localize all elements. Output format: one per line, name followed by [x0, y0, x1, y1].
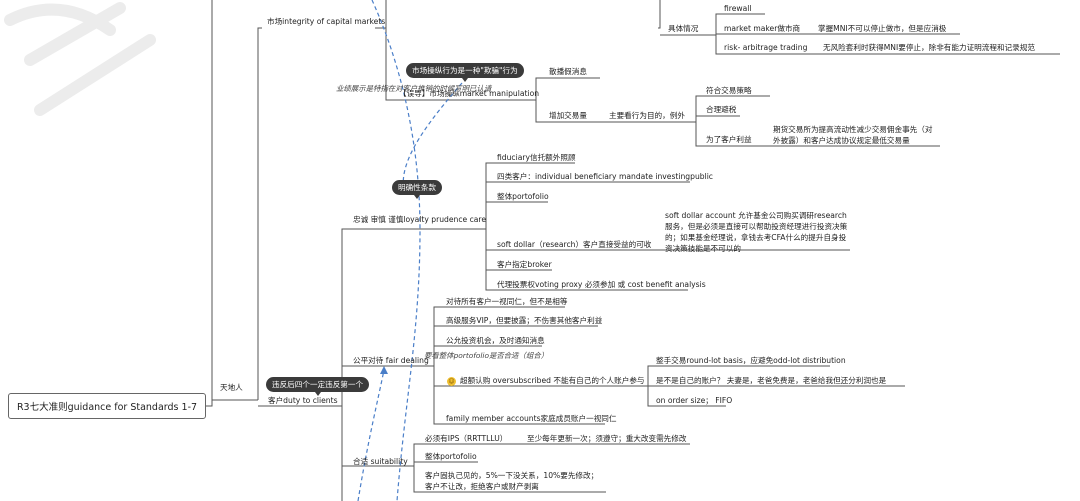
node-loyalty[interactable]: 忠诚 审慎 谨慎loyalty prudence care [353, 215, 487, 224]
note-performance: 业绩展示是特指在对客户推销的时候写明已认请 [336, 84, 492, 93]
node-soft-dollar[interactable]: soft dollar（research）客户直接受益的可收 [497, 240, 652, 249]
root-connector [206, 0, 213, 407]
node-duty-to-clients[interactable]: 客户duty to clients [268, 396, 338, 405]
node-fair-dealing[interactable]: 公平对待 fair dealing [353, 356, 429, 365]
node-client-insist[interactable]: 客户固执己见的，5%一下没关系，10%要先修改；客户不让改，拒绝客户或财产剥离 [425, 471, 599, 491]
node-client-broker[interactable]: 客户指定broker [497, 260, 552, 269]
node-market-manipulation[interactable]: 【误导】市场操纵market manipulation [399, 89, 540, 98]
node-round-lot[interactable]: 整手交易round-lot basis，应避免odd-lot distribut… [656, 356, 846, 365]
node-own-account[interactable]: 是不是自己的账户？ 夫妻是，老爸免费是，老爸给我但还分利润也是 [656, 376, 887, 385]
node-family-accounts[interactable]: family member accounts家庭成员账户一视同仁 [446, 414, 617, 423]
node-purpose-exception[interactable]: 主要看行为目的，例外 [609, 111, 685, 120]
node-market-maker[interactable]: market maker做市商 [724, 24, 801, 33]
node-tax-avoidance[interactable]: 合理避税 [706, 105, 737, 114]
node-risk-arbitrage[interactable]: risk- arbitrage trading [724, 43, 808, 52]
node-market-maker-note[interactable]: 掌握MNI不可以停止做市，但是应消极 [818, 24, 947, 33]
node-risk-arbitrage-note[interactable]: 无风险套利时获得MNI要停止，除非有能力证明流程和记录规范 [823, 43, 1035, 52]
node-increase-volume[interactable]: 增加交易量 [549, 111, 587, 120]
dashed-arrow-2 [357, 369, 385, 501]
node-fiduciary[interactable]: fiduciary信托额外照顾 [497, 153, 576, 162]
node-ips-note[interactable]: 至少每年更新一次；须遵守；重大改变需先修改 [527, 434, 687, 443]
dashed-arrow-1 [371, 0, 421, 501]
bubble-manipulation[interactable]: 市场操纵行为是一种"欺骗"行为 [406, 63, 524, 82]
node-treat-all-clients[interactable]: 对待所有客户一视同仁，但不是相等 [446, 297, 568, 306]
node-suitability[interactable]: 合适 suitability [353, 457, 408, 466]
node-trading-strategy[interactable]: 符合交易策略 [706, 86, 752, 95]
root-node[interactable]: R3七大准则guidance for Standards 1-7 [8, 393, 206, 419]
node-publish-opportunity[interactable]: 公允投资机会，及时通知消息 [446, 336, 545, 345]
node-four-client-types[interactable]: 四类客户：individual beneficiary mandate inve… [497, 172, 713, 181]
bubble-loyalty[interactable]: 明确性条款 [392, 180, 442, 199]
node-firewall[interactable]: firewall [724, 4, 752, 13]
node-voting-proxy[interactable]: 代理投票权voting proxy 必须参加 或 cost benefit an… [497, 280, 706, 289]
node-soft-dollar-note[interactable]: soft dollar account 允许基金公司购买调研research服务… [665, 211, 848, 253]
node-situations[interactable]: 具体情况 [668, 24, 699, 33]
node-client-interest[interactable]: 为了客户利益 [706, 135, 752, 144]
node-market-integrity[interactable]: 市场integrity of capital markets [267, 17, 386, 26]
node-ips[interactable]: 必须有IPS（RRTTLLU） [425, 434, 508, 443]
node-order-size[interactable]: on order size； FIFO [656, 396, 733, 405]
node-whole-portfolio-2[interactable]: 整体portofolio [425, 452, 477, 461]
node-tiandiren[interactable]: 天地人 [220, 383, 243, 392]
node-whole-portfolio-1[interactable]: 整体portofolio [497, 192, 549, 201]
node-rumor[interactable]: 散播假消息 [549, 67, 587, 76]
smiley-icon: ☺ [447, 377, 456, 386]
node-oversubscribed[interactable]: 超额认购 oversubscribed 不能有自己的个人账户参与 [460, 376, 645, 385]
bubble-violate[interactable]: 违反后四个一定违反第一个 [266, 377, 370, 396]
node-vip-service[interactable]: 高级服务VIP，但要披露；不伤害其他客户利益 [446, 316, 603, 325]
note-suitability: 要看整体portofolio是否合适（组合） [424, 351, 549, 360]
dashed-arrow-3 [402, 82, 463, 191]
node-client-interest-note[interactable]: 期货交易所为提高流动性减少交易佣金事先（对外披露）和客户达成协议规定最低交易量 [773, 125, 933, 145]
